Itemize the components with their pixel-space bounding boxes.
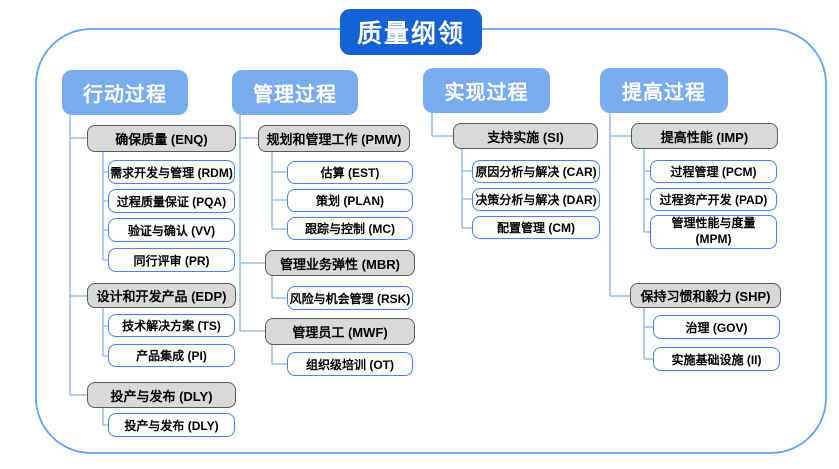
column-header-action-process: 行动过程 xyxy=(62,70,188,115)
node-pi: 产品集成 (PI) xyxy=(108,344,235,367)
node-mc: 跟踪与控制 (MC) xyxy=(287,217,413,240)
node-plan: 策划 (PLAN) xyxy=(287,189,413,212)
node-gov: 治理 (GOV) xyxy=(653,315,780,339)
node-pad: 过程资产开发 (PAD) xyxy=(650,188,777,211)
node-rdm: 需求开发与管理 (RDM) xyxy=(108,160,235,184)
node-shp: 保持习惯和毅力 (SHP) xyxy=(630,283,781,308)
node-edp: 设计和开发产品 (EDP) xyxy=(87,283,236,308)
node-dar: 决策分析与解决 (DAR) xyxy=(472,188,600,211)
node-pcm: 过程管理 (PCM) xyxy=(650,160,777,183)
node-mbr: 管理业务弹性 (MBR) xyxy=(265,250,415,276)
column-header-improvement-process: 提高过程 xyxy=(600,68,728,113)
node-pqa: 过程质量保证 (PQA) xyxy=(108,189,235,213)
diagram-title: 质量纲领 xyxy=(340,9,482,55)
node-mwf: 管理员工 (MWF) xyxy=(265,318,415,345)
node-car: 原因分析与解决 (CAR) xyxy=(472,160,600,183)
node-cm: 配置管理 (CM) xyxy=(472,216,600,239)
node-vv: 验证与确认 (VV) xyxy=(108,218,235,242)
node-dly: 投产与发布 (DLY) xyxy=(87,382,236,408)
node-est: 估算 (EST) xyxy=(287,161,413,184)
node-enq: 确保质量 (ENQ) xyxy=(87,125,236,152)
node-ts: 技术解决方案 (TS) xyxy=(108,314,235,337)
node-imp: 提高性能 (IMP) xyxy=(631,123,778,149)
node-si: 支持实施 (SI) xyxy=(453,123,598,149)
node-rsk: 风险与机会管理 (RSK) xyxy=(287,286,413,310)
column-header-realization-process: 实现过程 xyxy=(423,68,550,113)
node-mpm: 管理性能与度量 (MPM) xyxy=(650,215,777,249)
node-ii: 实施基础设施 (II) xyxy=(653,347,780,371)
node-pr: 同行评审 (PR) xyxy=(108,248,235,272)
column-header-management-process: 管理过程 xyxy=(232,70,358,115)
node-ot: 组织级培训 (OT) xyxy=(287,352,413,376)
node-pmw: 规划和管理工作 (PMW) xyxy=(258,125,410,152)
node-dly-sub: 投产与发布 (DLY) xyxy=(108,413,235,437)
